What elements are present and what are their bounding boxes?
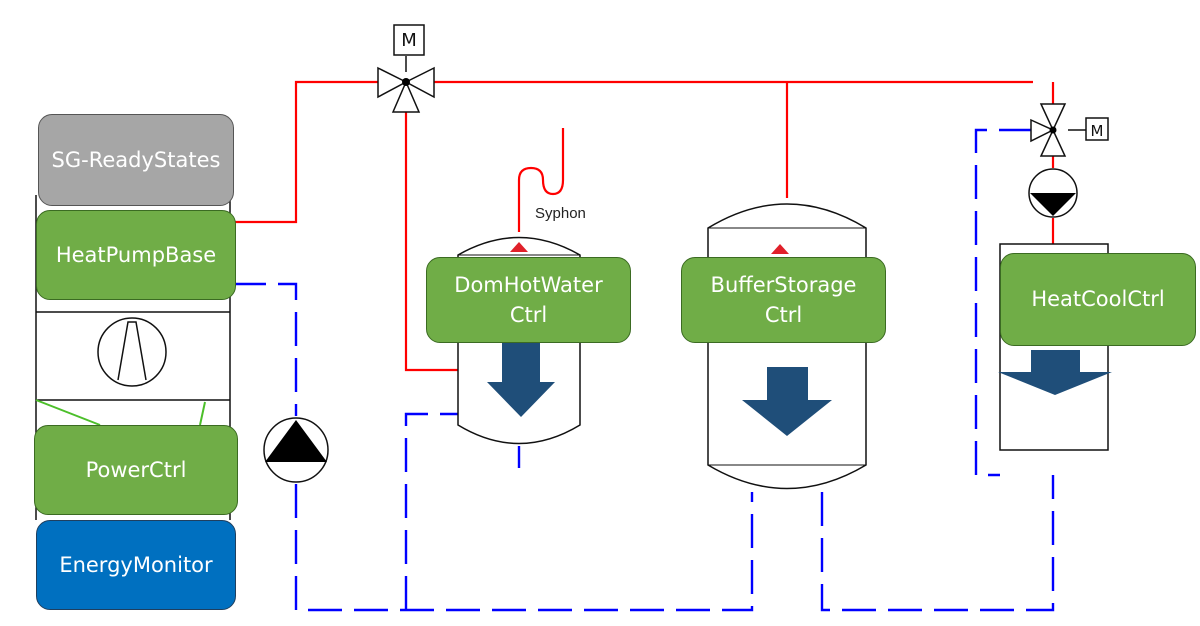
power-ctrl-module[interactable]: PowerCtrl (34, 425, 238, 515)
compressor-icon (97, 317, 167, 387)
three-way-valve-heating-icon (1030, 103, 1109, 157)
sg-ready-states-module[interactable]: SG-ReadyStates (38, 114, 234, 206)
dhw-flow-arrow-icon (487, 335, 555, 417)
syphon-label: Syphon (535, 205, 586, 222)
heat-pump-base-module[interactable]: HeatPumpBase (36, 210, 236, 300)
buffer-flow-arrow-icon (742, 367, 832, 436)
heat-cool-ctrl-module[interactable]: HeatCoolCtrl (1000, 253, 1196, 346)
motor-label: M (401, 30, 417, 51)
dom-hot-water-ctrl-module[interactable]: DomHotWater Ctrl (426, 257, 631, 343)
heating-circuit-pump-icon (1028, 168, 1078, 218)
three-way-valve-main-icon (377, 24, 435, 113)
circulation-pump-icon (263, 417, 329, 483)
heatcool-flow-arrow-icon (998, 350, 1112, 395)
energy-monitor-module[interactable]: EnergyMonitor (36, 520, 236, 610)
buffer-tank (707, 203, 867, 490)
motor-label-2: M (1091, 122, 1104, 140)
buffer-storage-ctrl-module[interactable]: BufferStorage Ctrl (681, 257, 886, 343)
return-pipes (232, 128, 1055, 612)
supply-pipes (232, 80, 1055, 372)
